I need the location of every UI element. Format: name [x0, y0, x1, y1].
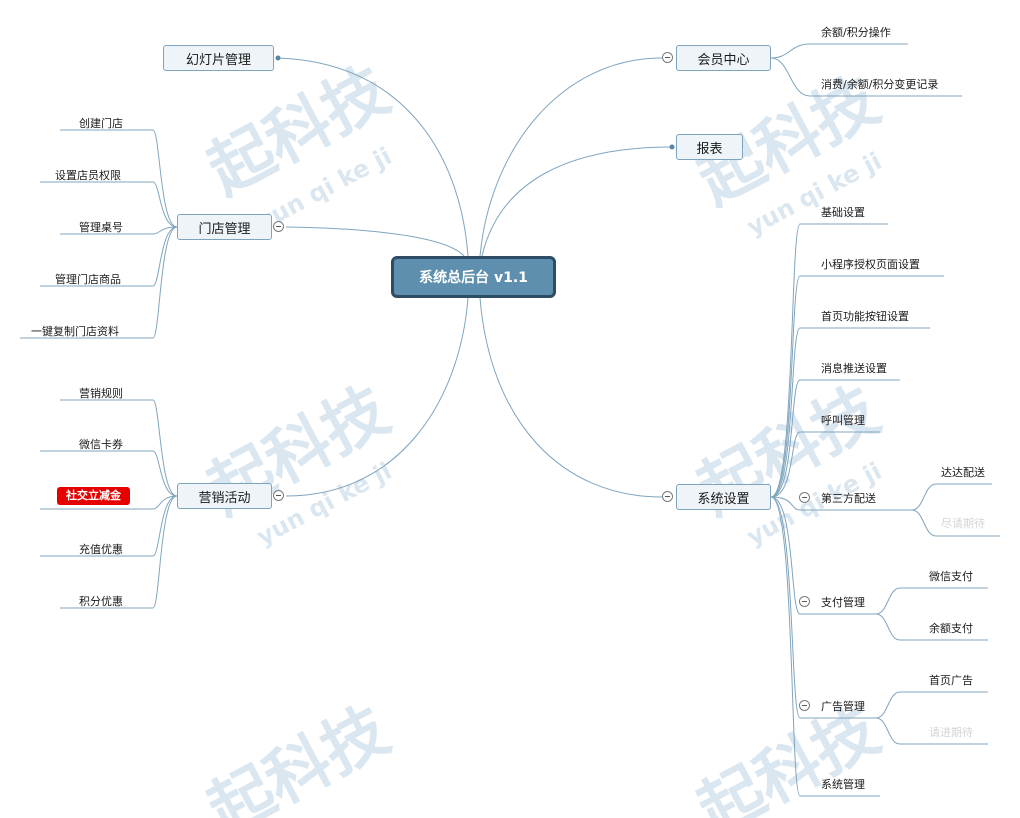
collapse-toggle-delivery[interactable]	[799, 492, 810, 503]
connector-line	[20, 226, 178, 339]
topic-slides[interactable]: 幻灯片管理	[163, 45, 274, 71]
connector-line	[60, 399, 178, 497]
connector-line	[875, 717, 988, 745]
leaf-coming-soon-delivery: 尽请期待	[941, 517, 985, 530]
connector-line	[40, 226, 178, 287]
connector-line	[770, 327, 930, 498]
leaf-home-ad[interactable]: 首页广告	[929, 674, 973, 687]
collapse-toggle-ads[interactable]	[799, 700, 810, 711]
topic-member[interactable]: 会员中心	[676, 45, 771, 71]
connector-line	[875, 587, 988, 615]
leaf-call-management[interactable]: 呼叫管理	[821, 414, 865, 427]
connector-line	[40, 495, 178, 557]
leaf-coming-soon-ads: 请进期待	[929, 726, 973, 739]
connector-line	[875, 691, 988, 719]
leaf-copy-store[interactable]: 一键复制门店资料	[31, 325, 119, 338]
leaf-recharge-offer[interactable]: 充值优惠	[79, 543, 123, 556]
connector-line	[770, 275, 944, 498]
connector-line	[770, 431, 880, 498]
leaf-basic-settings[interactable]: 基础设置	[821, 206, 865, 219]
connector-dot	[669, 144, 675, 150]
topic-marketing[interactable]: 营销活动	[177, 483, 272, 509]
connector-line	[770, 496, 876, 719]
topic-system[interactable]: 系统设置	[676, 484, 771, 510]
collapse-toggle-store[interactable]	[273, 221, 284, 232]
leaf-table-number[interactable]: 管理桌号	[79, 221, 123, 234]
connector-line	[911, 483, 992, 511]
leaf-home-buttons[interactable]: 首页功能按钮设置	[821, 310, 909, 323]
connector-line	[40, 450, 178, 497]
leaf-push-settings[interactable]: 消息推送设置	[821, 362, 887, 375]
connector-line	[770, 223, 888, 498]
leaf-points-offer[interactable]: 积分优惠	[79, 595, 123, 608]
leaf-system-management[interactable]: 系统管理	[821, 778, 865, 791]
connector-line	[770, 43, 908, 59]
connector-line	[770, 496, 880, 797]
leaf-miniapp-auth[interactable]: 小程序授权页面设置	[821, 258, 920, 271]
leaf-wechat-pay[interactable]: 微信支付	[929, 570, 973, 583]
leaf-wechat-coupon[interactable]: 微信卡券	[79, 438, 123, 451]
connector-root-system	[479, 297, 663, 498]
collapse-toggle-payment[interactable]	[799, 596, 810, 607]
connector-line	[770, 379, 900, 498]
connector-root-member	[479, 57, 663, 257]
collapse-toggle-member[interactable]	[662, 52, 673, 63]
leaf-payment-management[interactable]: 支付管理	[821, 596, 865, 609]
connector-root-slides	[277, 57, 469, 257]
leaf-change-records[interactable]: 消费/余额/积分变更记录	[821, 78, 939, 91]
root-topic[interactable]: 系统总后台 v1.1	[391, 256, 556, 298]
connector-root-marketing	[285, 297, 469, 497]
connector-root-report	[481, 146, 673, 257]
leaf-social-discount[interactable]: 社交立减金	[57, 487, 130, 505]
leaf-balance-points[interactable]: 余额/积分操作	[821, 26, 891, 39]
connector-line	[770, 57, 962, 97]
connector-root-store	[285, 226, 465, 257]
leaf-balance-pay[interactable]: 余额支付	[929, 622, 973, 635]
leaf-store-goods[interactable]: 管理门店商品	[55, 273, 121, 286]
leaf-third-party-delivery[interactable]: 第三方配送	[821, 492, 876, 505]
connector-line	[40, 495, 178, 510]
connector-line	[60, 226, 178, 235]
connector-line	[875, 613, 988, 641]
leaf-dada-delivery[interactable]: 达达配送	[941, 466, 985, 479]
connector-dot	[275, 55, 281, 61]
connector-line	[770, 496, 876, 615]
leaf-create-store[interactable]: 创建门店	[79, 117, 123, 130]
connector-line	[911, 509, 1000, 537]
leaf-staff-permission[interactable]: 设置店员权限	[55, 169, 121, 182]
connector-line	[770, 496, 912, 511]
collapse-toggle-marketing[interactable]	[273, 490, 284, 501]
leaf-marketing-rules[interactable]: 营销规则	[79, 387, 123, 400]
topic-report[interactable]: 报表	[676, 134, 743, 160]
connector-line	[60, 495, 178, 609]
leaf-ad-management[interactable]: 广告管理	[821, 700, 865, 713]
connector-line	[40, 181, 178, 228]
topic-store[interactable]: 门店管理	[177, 214, 272, 240]
collapse-toggle-system[interactable]	[662, 491, 673, 502]
connector-line	[60, 129, 178, 228]
